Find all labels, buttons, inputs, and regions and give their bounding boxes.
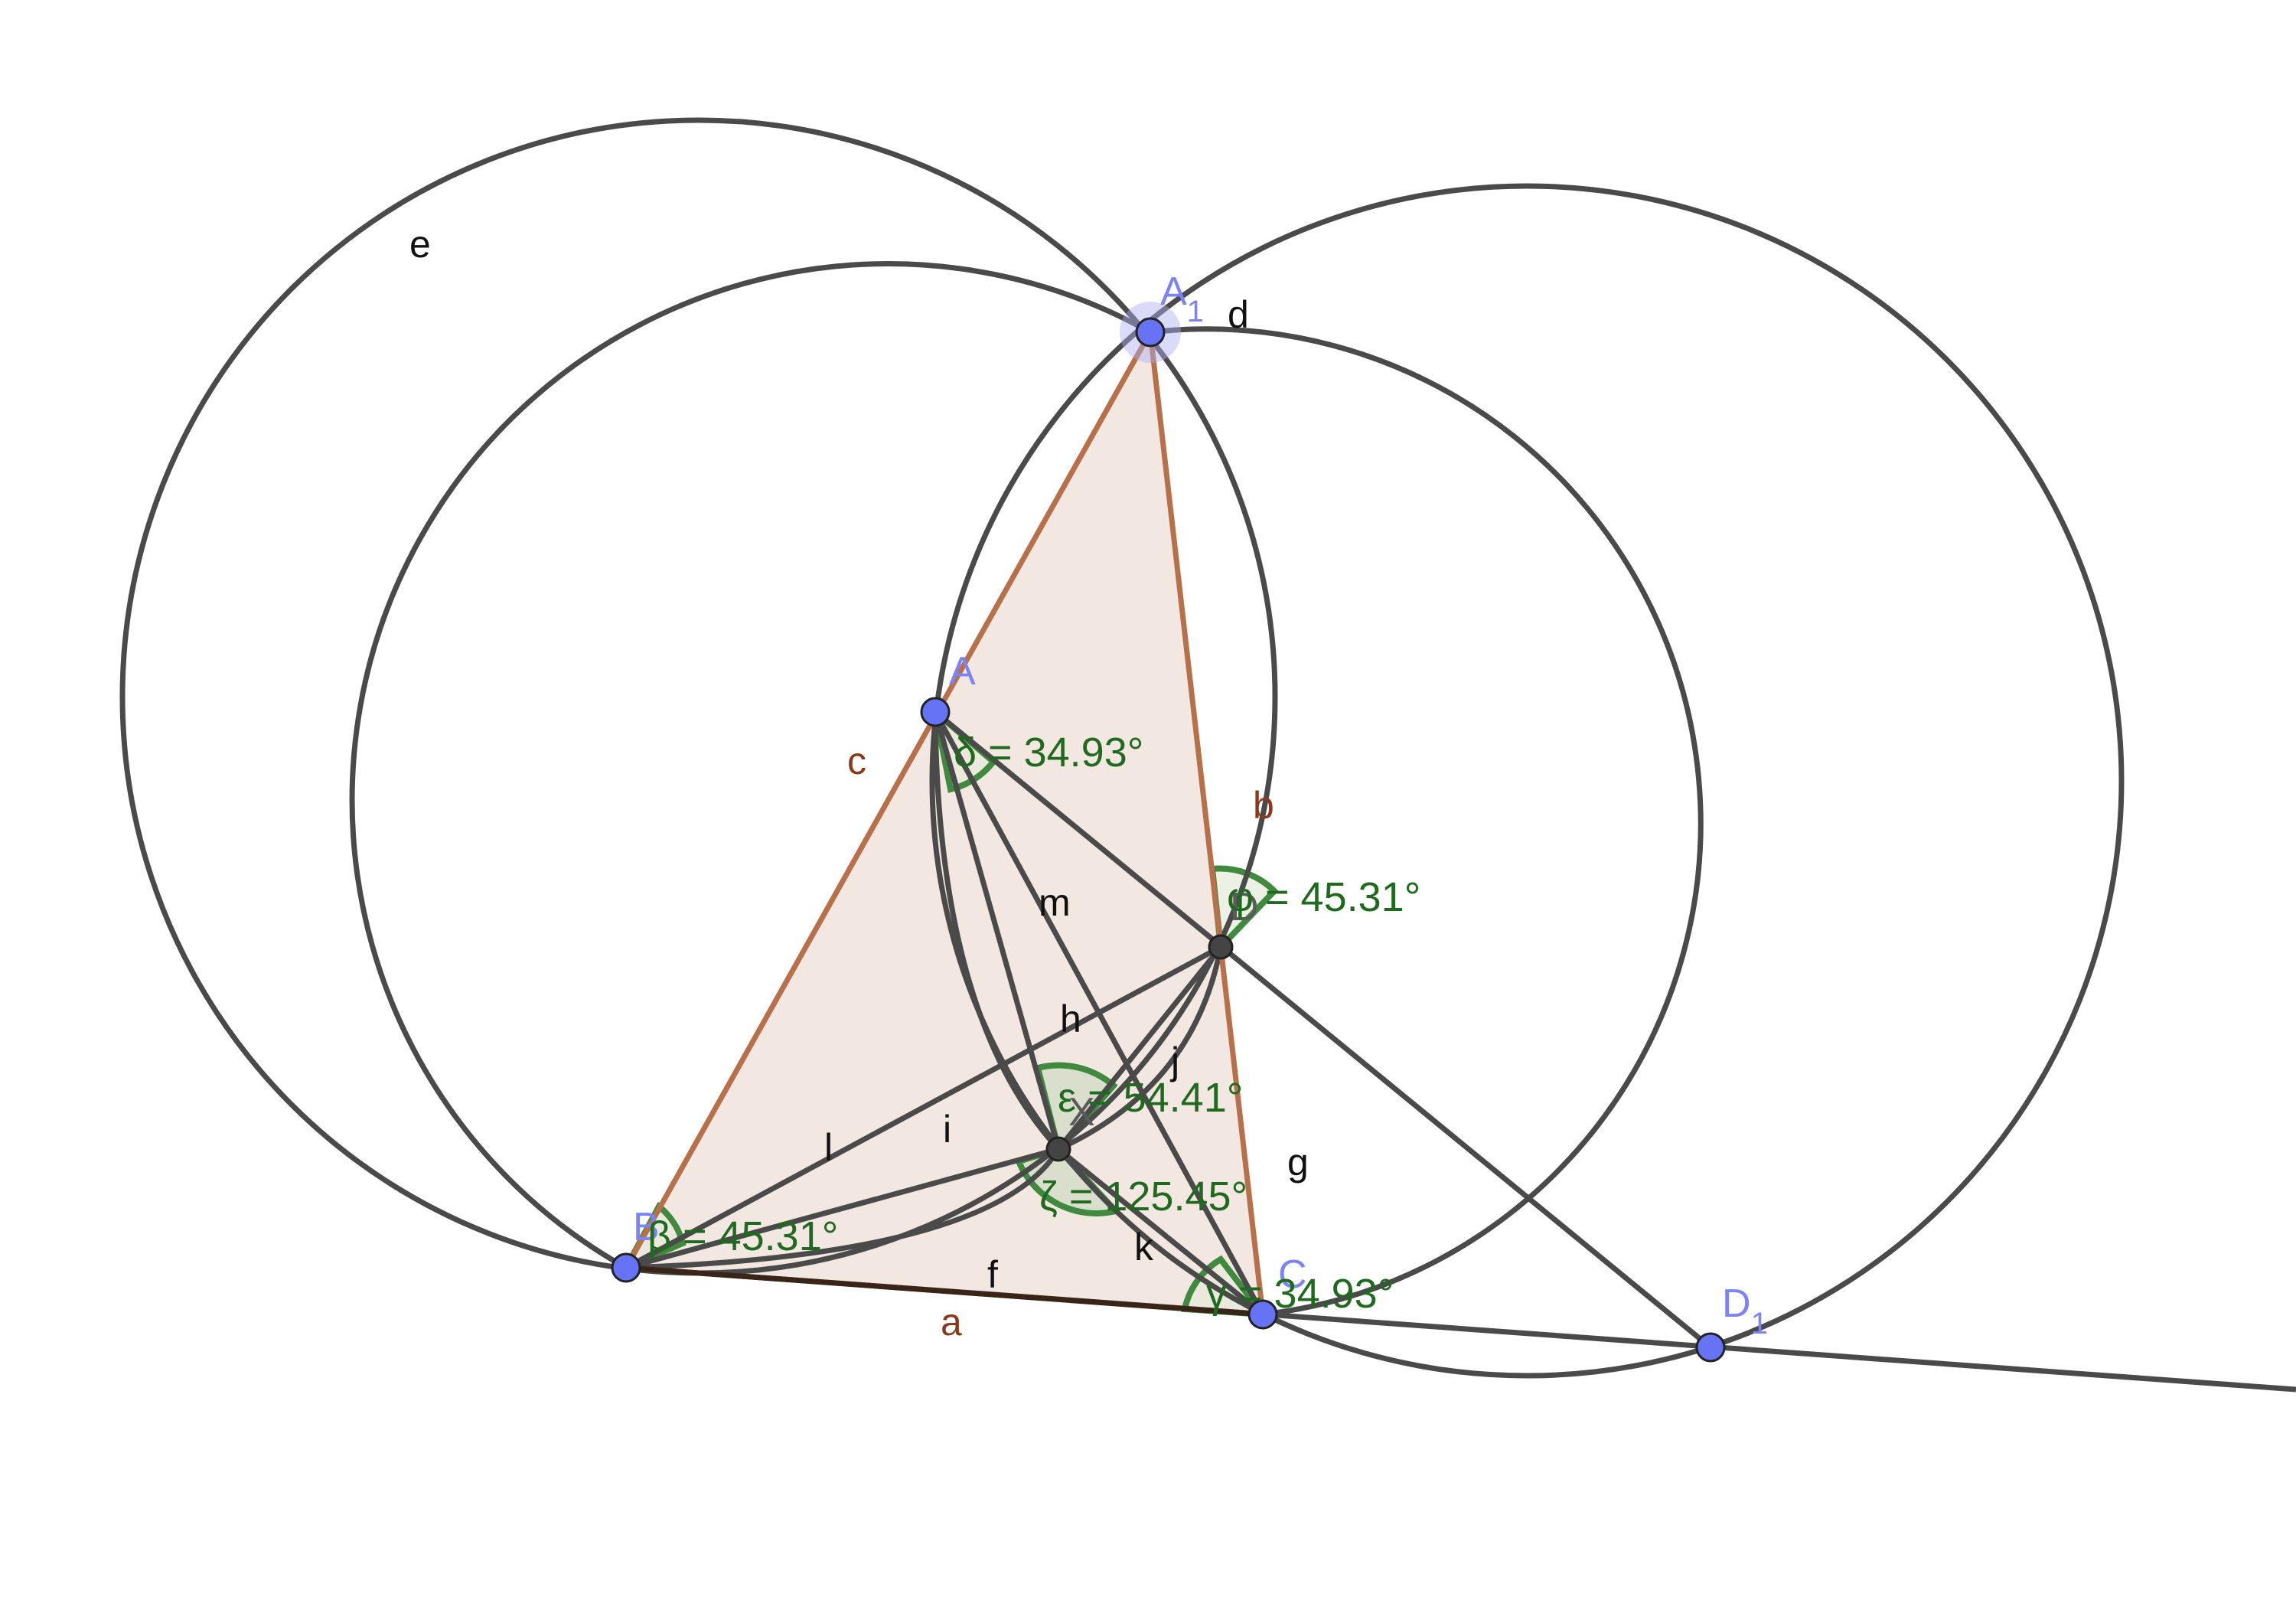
circle-a1-b-c-arc[interactable] <box>1150 326 1704 1318</box>
arc-g[interactable] <box>1057 946 1224 1152</box>
side-b[interactable] <box>1147 331 1266 1315</box>
label-h: h <box>1060 998 1081 1040</box>
label-l: l <box>824 1126 833 1169</box>
label-j: j <box>1169 1040 1179 1082</box>
label-e: e <box>409 223 431 266</box>
label-a: a <box>941 1301 962 1344</box>
label-angle-phi: φ = 45.31° <box>1227 874 1420 920</box>
label-point-c: C <box>1278 1252 1307 1297</box>
label-point-d1: D1 <box>1722 1282 1768 1340</box>
side-a[interactable] <box>625 1265 1264 1318</box>
label-c: c <box>847 740 866 782</box>
segment-l[interactable] <box>625 944 1222 1271</box>
label-point-d: D <box>1230 885 1259 929</box>
point-x[interactable] <box>1045 1136 1071 1162</box>
side-c[interactable] <box>623 331 1153 1269</box>
label-point-b: B <box>633 1205 660 1249</box>
point-c[interactable] <box>1247 1299 1278 1330</box>
arc-h[interactable] <box>932 711 1061 1151</box>
segment-i[interactable] <box>932 711 1062 1150</box>
label-g: g <box>1287 1141 1309 1184</box>
label-point-a1: A1 <box>1160 269 1204 328</box>
label-angle-zeta: ζ = 125.45° <box>1039 1174 1247 1220</box>
point-a[interactable] <box>920 697 951 727</box>
point-d1[interactable] <box>1695 1332 1726 1363</box>
label-d: d <box>1228 293 1249 336</box>
label-angle-delta: δ = 34.93° <box>954 730 1143 775</box>
label-point-a: A <box>949 649 976 694</box>
label-i: i <box>943 1108 951 1151</box>
label-f: f <box>987 1253 998 1296</box>
label-b: b <box>1253 784 1274 827</box>
circle-a1-a-b-arc[interactable] <box>349 261 1152 1271</box>
point-d[interactable] <box>1208 934 1234 960</box>
label-k: k <box>1134 1226 1154 1269</box>
segment-a-d1[interactable] <box>933 710 1713 1350</box>
segment-b-x[interactable] <box>625 1146 1059 1271</box>
point-a1[interactable] <box>1135 317 1166 348</box>
segment-j[interactable] <box>1056 945 1223 1151</box>
label-m: m <box>1039 881 1071 924</box>
label-angle-gamma: γ = 34.93° <box>1206 1271 1394 1317</box>
arc-f[interactable] <box>625 1148 1062 1271</box>
circle-d[interactable] <box>929 183 2125 1379</box>
label-point-x: X <box>1068 1090 1095 1135</box>
point-b[interactable] <box>611 1252 641 1283</box>
label-angle-beta: β = 45.31° <box>647 1213 838 1259</box>
label-angle-epsilon: ε = 54.41° <box>1058 1075 1243 1121</box>
triangle-a1-b-c-fill <box>626 332 1263 1314</box>
segment-k[interactable] <box>1056 1147 1265 1317</box>
